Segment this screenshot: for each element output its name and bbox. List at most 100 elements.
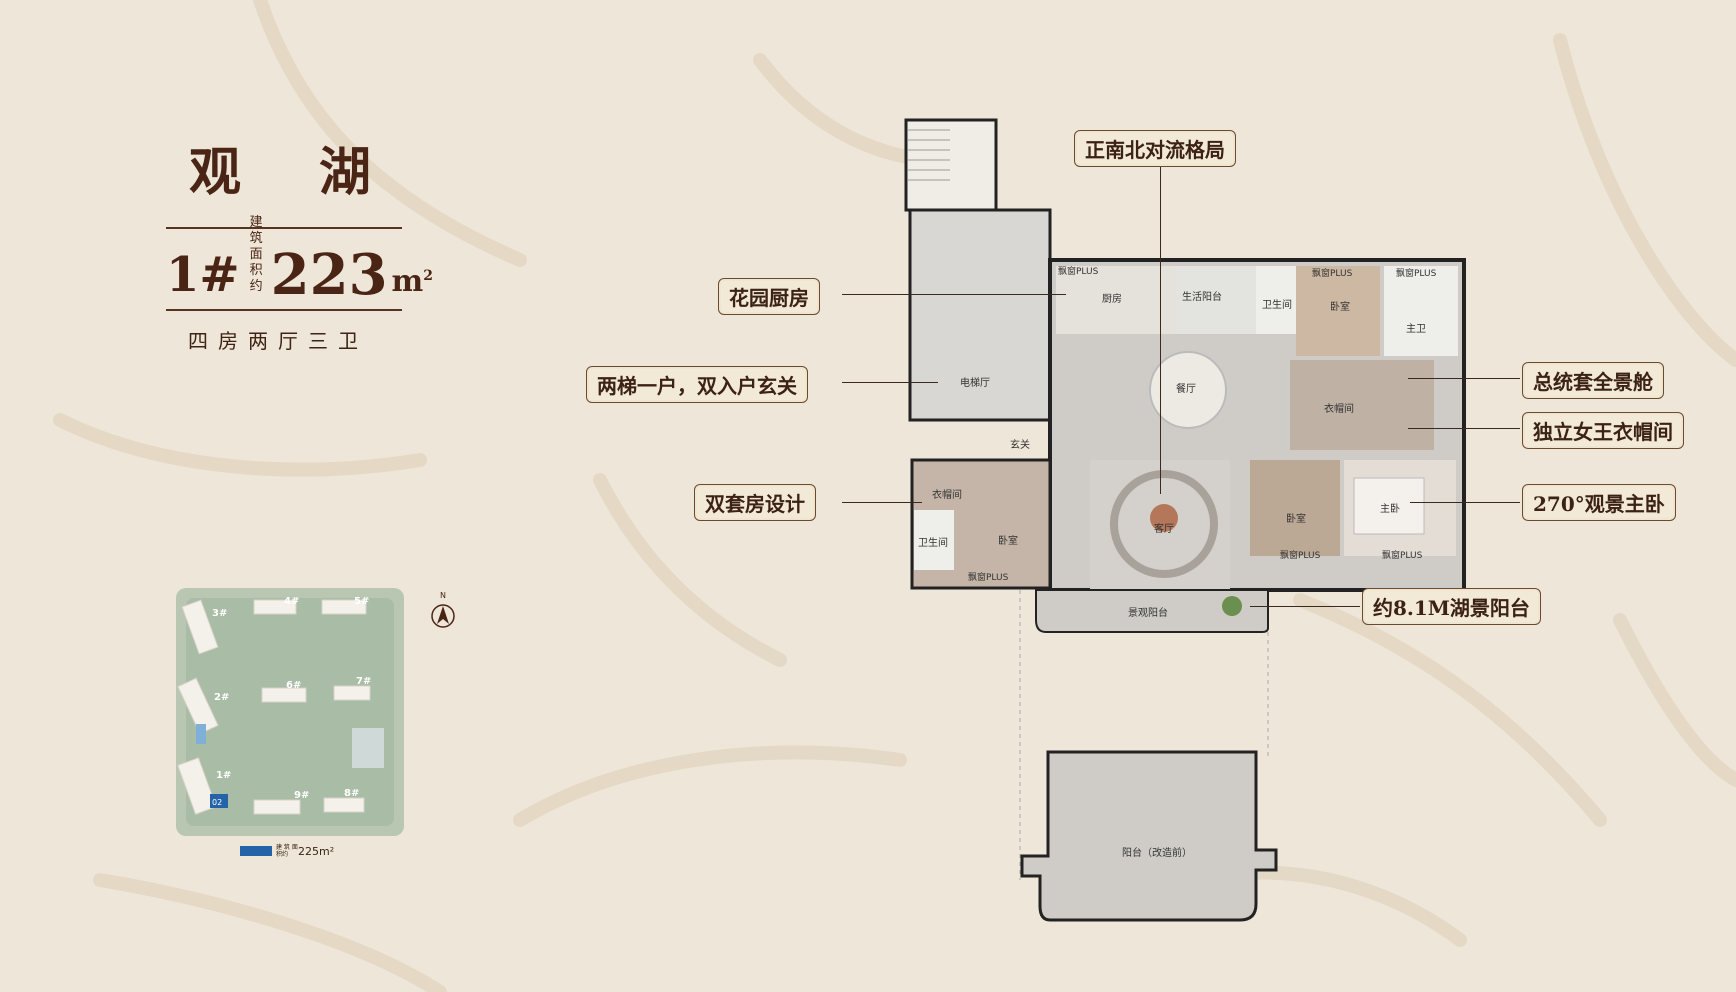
room-elevator-hall: 电梯厅 [960, 376, 990, 389]
callout-lake-balcony: 约8.1M湖景阳台 [1362, 588, 1541, 625]
room-utility-balcony: 生活阳台 [1182, 290, 1222, 303]
area-unit: m2 [392, 264, 434, 309]
callout-master-view: 270°观景主卧 [1522, 484, 1676, 521]
site-building-3 [181, 599, 219, 655]
room-kitchen: 厨房 [1102, 292, 1122, 305]
site-building-1 [177, 757, 217, 815]
callout-north-south: 正南北对流格局 [1074, 130, 1236, 167]
site-building-4 [253, 599, 297, 615]
floor-plan-base [904, 118, 1466, 922]
room-bay1: 飘窗PLUS [1058, 265, 1099, 277]
callout-two-lifts: 两梯一户，双入户玄关 [586, 366, 808, 403]
area-row: 1# 建 筑 面积约 223 m2 [166, 215, 433, 309]
leader-double-suite [842, 502, 922, 503]
room-bedroom1: 卧室 [1330, 300, 1350, 313]
room-bedroom3: 卧室 [1286, 512, 1306, 525]
compass-needle [437, 606, 449, 624]
page-title: 观 湖 [188, 142, 402, 203]
balcony-plant [1222, 596, 1242, 616]
site-building-8 [323, 797, 365, 813]
coffee-table [1150, 504, 1178, 532]
site-label-8: 8# [344, 788, 359, 799]
floor-plan: 厨房 飘窗PLUS 生活阳台 卫生间 卧室 飘窗PLUS 飘窗PLUS 主卫 电… [904, 118, 1466, 922]
bath1-area [1256, 266, 1296, 334]
site-label-3: 3# [212, 608, 227, 619]
room-bay4: 飘窗PLUS [968, 571, 1009, 583]
leader-suite-cabin [1408, 378, 1520, 379]
elevator-hall-area [908, 208, 1052, 422]
site-pool [196, 724, 206, 744]
bedroom3-area [1250, 460, 1340, 556]
area-unit-base: m [391, 264, 424, 299]
master-bath-area [1384, 266, 1458, 356]
north-arrow-icon: N [431, 591, 455, 628]
room-living: 客厅 [1154, 522, 1174, 535]
bedroom1-area [1296, 266, 1380, 356]
room-master-bath: 主卫 [1406, 323, 1426, 335]
bath2-area [914, 510, 954, 570]
area-value: 223 [270, 242, 388, 308]
dining-table [1149, 351, 1227, 429]
room-bedroom2: 卧室 [998, 534, 1018, 547]
legend-caption: 建 筑 面积约 [276, 844, 298, 858]
leader-queen-wardrobe [1408, 428, 1520, 429]
callout-garden-kitchen: 花园厨房 [718, 278, 820, 315]
room-wardrobe-main: 衣帽间 [1324, 402, 1354, 415]
room-bath1: 卫生间 [1262, 298, 1292, 311]
balcony-before-area [1020, 750, 1278, 922]
leader-garden-kitchen [842, 294, 1066, 295]
area-caption-line2: 面积约 [249, 247, 265, 294]
room-bay2: 飘窗PLUS [1312, 267, 1353, 279]
site-label-9: 9# [294, 790, 309, 801]
room-view-balcony: 景观阳台 [1128, 606, 1168, 619]
site-label-4: 4# [284, 596, 299, 607]
divider-top [166, 227, 402, 229]
site-label-2: 2# [214, 692, 229, 703]
unit-info-panel: 观 湖 1# 建 筑 面积约 223 m2 四房两厅三卫 [160, 130, 433, 354]
site-clubhouse [352, 728, 384, 768]
room-dining: 餐厅 [1176, 382, 1196, 395]
wardrobe-area [1290, 360, 1434, 450]
site-building-2 [177, 677, 219, 735]
leader-north-south [1160, 162, 1161, 494]
sofa [1110, 470, 1218, 578]
legend-swatch [240, 846, 272, 856]
callout-suite-cabin: 总统套全景舱 [1522, 362, 1664, 399]
area-caption-line1: 建 筑 [249, 215, 265, 246]
compass-ring [431, 604, 455, 628]
callout-queen-wardrobe: 独立女王衣帽间 [1522, 412, 1684, 449]
stair-core [904, 118, 998, 212]
callout-double-suite: 双套房设计 [694, 484, 816, 521]
area-caption: 建 筑 面积约 [250, 215, 265, 295]
site-label-1: 1# [216, 770, 231, 781]
room-bay3: 飘窗PLUS [1396, 267, 1437, 279]
view-balcony-area [1035, 589, 1269, 633]
unit-marker-label: 02 [212, 798, 222, 807]
site-plan-legend: 建 筑 面积约 225m² [240, 844, 334, 858]
utility-balcony-area [1176, 266, 1256, 334]
north-label: N [440, 591, 446, 600]
room-wardrobe2: 衣帽间 [932, 488, 962, 501]
room-bay5: 飘窗PLUS [1280, 549, 1321, 561]
site-building-7 [333, 685, 371, 701]
site-label-6: 6# [286, 680, 301, 691]
master-bed [1353, 477, 1425, 535]
leader-lake-balcony [1250, 606, 1360, 607]
site-label-7: 7# [356, 676, 371, 687]
site-building-9 [253, 799, 301, 815]
leader-master-view [1410, 502, 1520, 503]
divider-bottom [166, 309, 402, 311]
room-balcony-before: 阳台（改造前） [1122, 846, 1192, 859]
site-building-5 [321, 599, 367, 615]
site-building-6 [261, 687, 307, 703]
site-plan-greenery [186, 598, 394, 826]
kitchen-area [1056, 266, 1176, 334]
room-bay6: 飘窗PLUS [1382, 549, 1423, 561]
site-label-5: 5# [354, 596, 369, 607]
unit-location-marker [210, 794, 228, 808]
building-number: 1# [166, 247, 240, 303]
layout-description: 四房两厅三卫 [188, 329, 368, 353]
legend-value: 225m² [298, 844, 335, 858]
leader-two-lifts [842, 382, 938, 383]
